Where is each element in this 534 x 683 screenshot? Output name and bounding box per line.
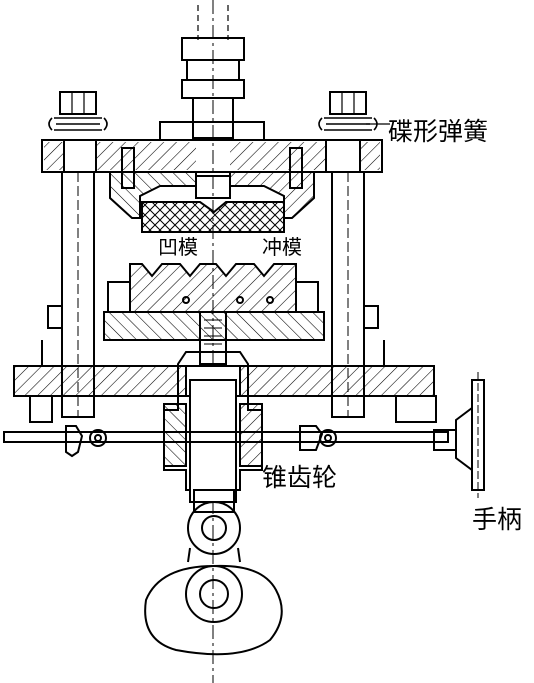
- label-disc-spring: 碟形弹簧: [388, 117, 488, 146]
- label-female-die: 凹模: [158, 235, 198, 259]
- upper-die-holder: [109, 147, 315, 219]
- connecting-rod: [144, 489, 283, 656]
- drive-shaft: [3, 425, 449, 458]
- label-punch: 冲模: [262, 235, 302, 259]
- hand-wheel[interactable]: [433, 372, 485, 498]
- center-screw: [199, 311, 227, 365]
- punch-block: [141, 201, 285, 233]
- lower-die: [47, 263, 379, 341]
- label-bevel-gear: 锥齿轮: [262, 463, 337, 492]
- cam: [144, 564, 283, 656]
- top-plate: [41, 121, 383, 173]
- top-shaft: [181, 5, 245, 139]
- label-handle: 手柄: [472, 505, 522, 534]
